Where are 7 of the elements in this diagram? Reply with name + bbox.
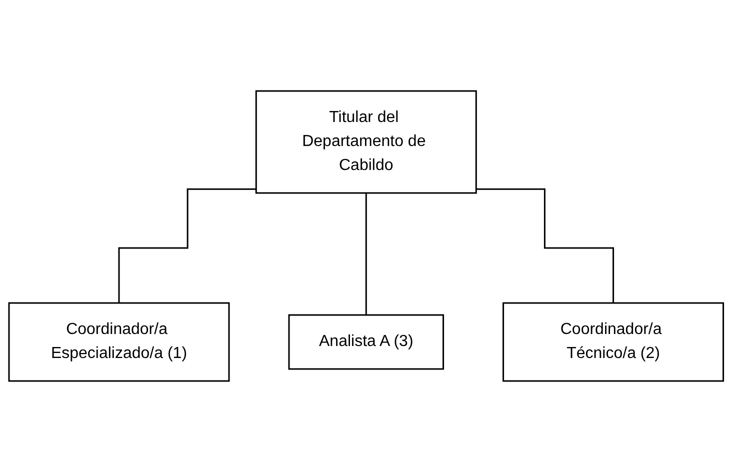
connector (476, 188, 614, 304)
connector (365, 192, 367, 316)
node-box: Coordinador/a Técnico/a (2) (502, 302, 724, 382)
connector (118, 188, 256, 304)
node-box: Coordinador/a Especializado/a (1) (8, 302, 230, 382)
node-box: Titular del Departamento de Cabildo (255, 90, 477, 194)
node-box: Analista A (3) (288, 314, 444, 370)
